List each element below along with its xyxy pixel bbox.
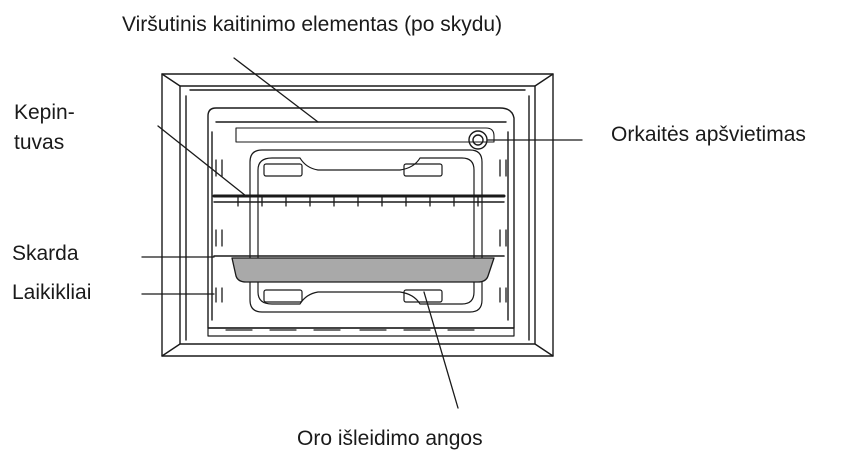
label-rack: Kepin- tuvas xyxy=(14,98,75,158)
baking-tray xyxy=(213,255,505,283)
label-rack-line1: Kepin- xyxy=(14,101,75,124)
oven-light-icon xyxy=(468,130,488,150)
label-top-heating-element: Viršutinis kaitinimo elementas (po skydu… xyxy=(122,13,503,36)
wire-rack xyxy=(212,194,506,207)
label-rack-line2: tuvas xyxy=(14,131,65,154)
label-tray: Skarda xyxy=(12,242,79,265)
back-panel xyxy=(249,149,483,313)
label-holders: Laikikliai xyxy=(12,281,92,304)
leader-air-vents xyxy=(423,291,459,409)
oven-housing xyxy=(161,73,554,357)
leader-rack xyxy=(157,125,247,197)
oven-cavity xyxy=(207,107,515,329)
leader-top-heater xyxy=(233,57,319,123)
label-air-vents: Oro išleidimo angos xyxy=(297,427,483,450)
vent-slot xyxy=(263,289,303,303)
vent-slot xyxy=(263,163,303,177)
bottom-vent-strip xyxy=(207,327,515,337)
vent-slot xyxy=(403,163,443,177)
label-oven-light: Orkaitės apšvietimas xyxy=(611,123,806,146)
rack-holders xyxy=(215,159,507,303)
vent-slot xyxy=(403,289,443,303)
leader-lines xyxy=(141,57,583,409)
